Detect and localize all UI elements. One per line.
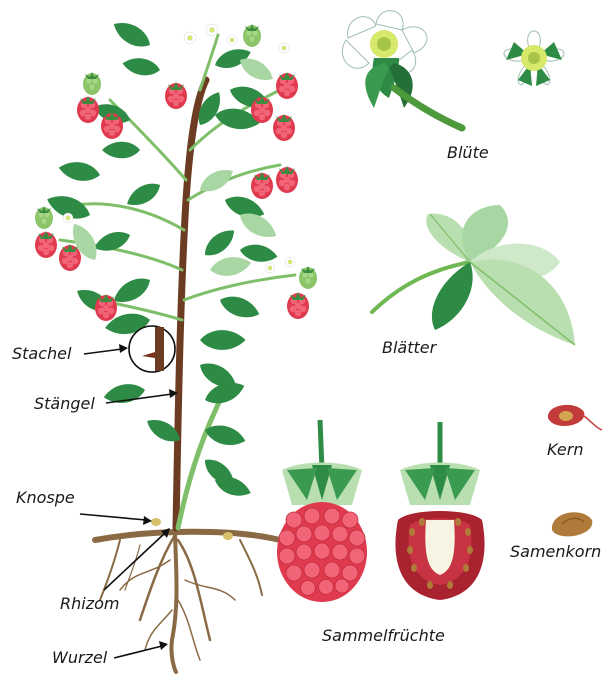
label-kern: Kern: [547, 442, 583, 458]
kern-icon: [548, 405, 602, 430]
label-rhizom: Rhizom: [60, 596, 119, 612]
seed-icon: [552, 512, 592, 536]
label-bluete: Blüte: [447, 145, 489, 161]
label-sammelfruechte: Sammelfrüchte: [322, 628, 445, 644]
knospe-bud: [151, 518, 161, 526]
label-stachel: Stachel: [12, 346, 71, 362]
raspberry-plant: [35, 16, 317, 672]
roots: [95, 525, 280, 672]
label-samenkorn: Samenkorn: [510, 544, 601, 560]
label-knospe: Knospe: [16, 490, 75, 506]
leaf-icon: [372, 205, 575, 345]
label-staengel: Stängel: [34, 396, 95, 412]
stachel-magnifier: [129, 326, 175, 372]
label-wurzel: Wurzel: [52, 650, 107, 666]
flower-icon: [342, 11, 564, 128]
raspberry-fruit-icon: [277, 420, 485, 602]
label-blaetter: Blätter: [382, 340, 436, 356]
